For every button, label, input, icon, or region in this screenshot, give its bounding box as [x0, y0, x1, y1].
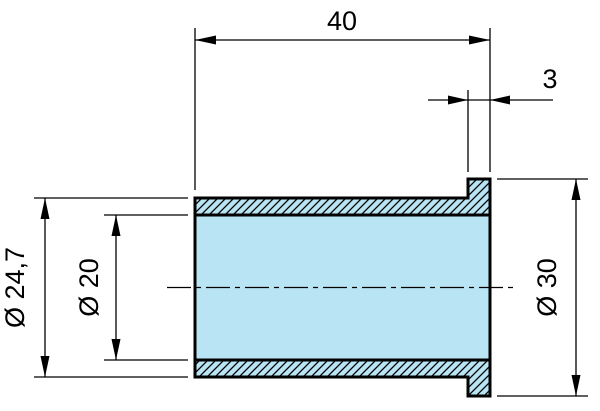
dimension-flange-width: 3 — [428, 64, 558, 172]
dimension-body-diameter: Ø 24,7 — [0, 197, 188, 378]
hatch-top-wall — [195, 179, 490, 215]
arrowhead-icon — [111, 215, 121, 236]
arrowhead-icon — [40, 198, 50, 219]
arrowhead-icon — [571, 179, 581, 200]
dim-flange-width-label: 3 — [542, 64, 557, 94]
arrowhead-icon — [111, 339, 121, 360]
arrowhead-icon — [571, 375, 581, 396]
arrowhead-icon — [448, 95, 468, 105]
dim-length-label: 40 — [327, 6, 357, 36]
arrowhead-icon — [490, 95, 510, 105]
dimension-bore-diameter: Ø 20 — [74, 214, 188, 361]
dim-bore-diameter-label: Ø 20 — [74, 258, 104, 317]
hatch-bottom-wall — [195, 360, 490, 396]
dim-body-diameter-label: Ø 24,7 — [0, 247, 30, 328]
part-outline — [193, 177, 492, 398]
arrowhead-icon — [195, 35, 216, 45]
dimension-length: 40 — [194, 6, 491, 190]
arrowhead-icon — [40, 356, 50, 377]
dim-flange-diameter-label: Ø 30 — [532, 258, 562, 317]
dimension-flange-diameter: Ø 30 — [497, 178, 588, 397]
arrowhead-icon — [469, 35, 490, 45]
